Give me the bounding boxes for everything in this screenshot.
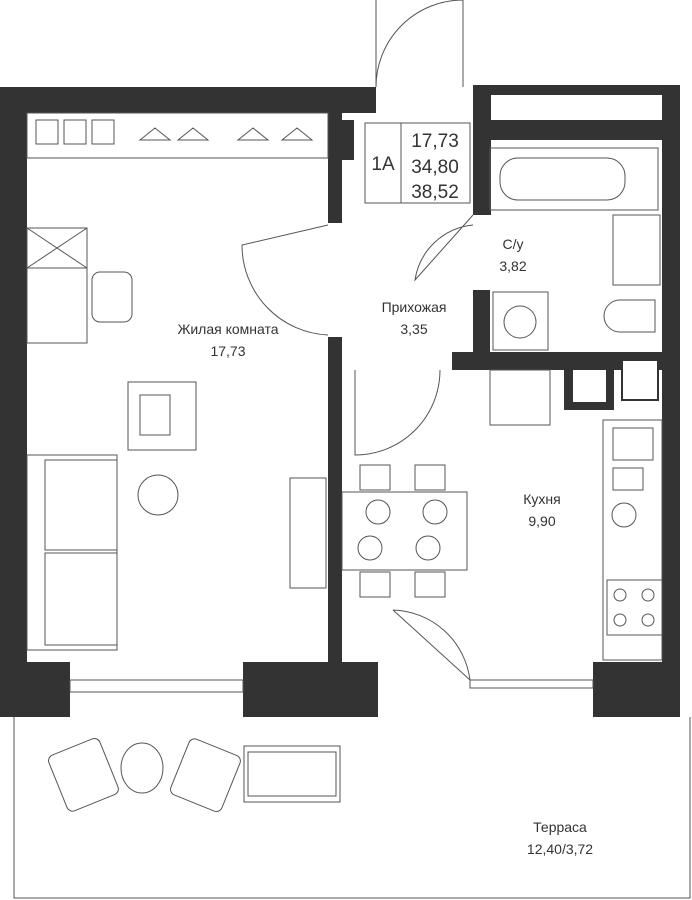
terrace — [13, 717, 691, 899]
living-room-area: 17,73 — [210, 343, 245, 359]
total-area: 34,80 — [411, 157, 459, 178]
sink — [612, 214, 661, 286]
terrace-door[interactable] — [392, 609, 471, 682]
bathroom-area: 3,82 — [499, 258, 526, 274]
washing-machine — [492, 291, 549, 351]
entrance-door[interactable] — [375, 0, 464, 88]
furniture — [26, 112, 663, 661]
kitchen-name: Кухня — [523, 491, 560, 507]
bathtub — [489, 147, 659, 211]
chair — [91, 271, 133, 323]
bathroom-name: С/у — [503, 236, 524, 252]
dining-table — [341, 491, 468, 571]
kitchen-area: 9,90 — [528, 513, 555, 529]
armchair — [127, 381, 197, 451]
kitchen-door[interactable] — [354, 369, 441, 456]
area-summary: 1A 17,73 34,80 38,52 — [364, 122, 471, 204]
terrace-area: 12,40/3,72 — [527, 841, 593, 857]
room-labels: Жилая комната 17,73 Прихожая 3,35 С/у 3,… — [177, 236, 593, 857]
terrace-name: Терраса — [533, 819, 587, 835]
cooktop — [606, 579, 663, 636]
living-room-door[interactable] — [241, 224, 329, 336]
bathroom-door[interactable] — [414, 214, 474, 282]
hall-name: Прихожая — [382, 299, 447, 315]
total-area-with-terrace: 38,52 — [411, 182, 459, 203]
living-room-name: Жилая комната — [177, 321, 278, 337]
stove-top — [489, 369, 551, 426]
apartment-code: 1A — [371, 154, 395, 175]
wardrobe — [26, 112, 329, 159]
coffee-table — [137, 474, 179, 516]
toilet — [603, 299, 656, 333]
kitchen-counter — [602, 419, 663, 661]
tv-stand — [289, 477, 327, 589]
desk — [26, 267, 88, 344]
windows — [69, 679, 594, 693]
walls — [0, 85, 680, 717]
hall-area: 3,35 — [400, 321, 427, 337]
living-area: 17,73 — [411, 131, 459, 152]
